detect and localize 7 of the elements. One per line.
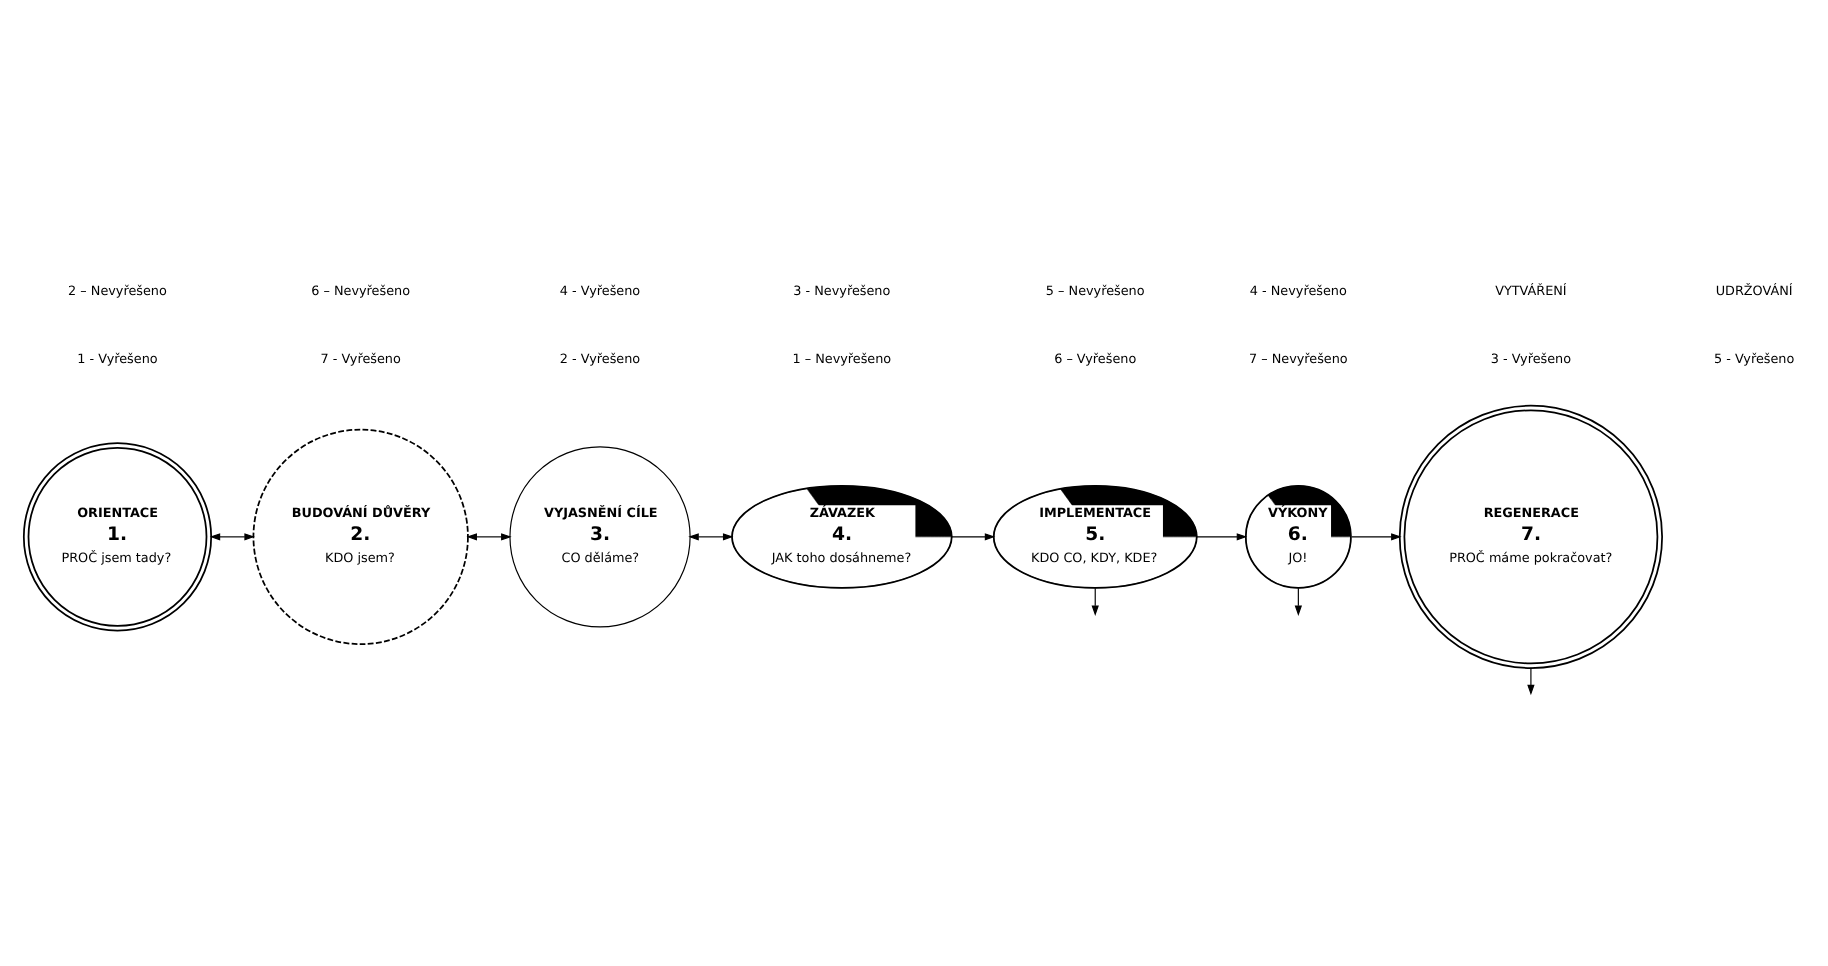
arrow xyxy=(1196,533,1248,541)
arrow xyxy=(951,533,996,541)
arrow xyxy=(466,533,512,541)
arrow xyxy=(1527,667,1535,696)
arrow xyxy=(1351,533,1402,541)
arrow xyxy=(209,533,255,541)
arrow xyxy=(688,533,734,541)
